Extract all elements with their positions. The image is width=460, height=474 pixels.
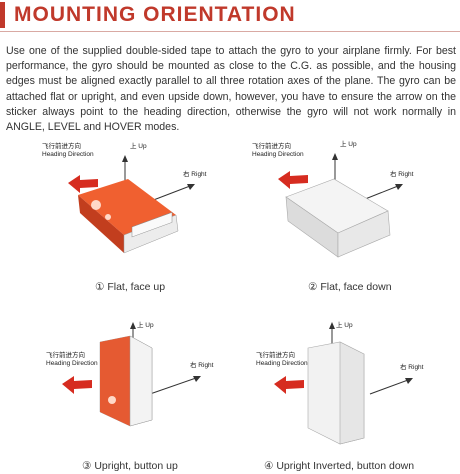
gyro-illustration-upright-inverted	[274, 322, 413, 445]
heading-label: 飞行前进方向 Heading Direction	[252, 143, 304, 158]
gyro-illustration-flat-down	[278, 153, 403, 258]
panel-flat-face-down: 飞行前进方向 Heading Direction 上 Up 右 Right ② …	[230, 135, 460, 295]
heading-label: 飞行前进方向 Heading Direction	[46, 352, 98, 367]
header: MOUNTING ORIENTATION	[0, 0, 460, 32]
gyro-illustration-upright-up	[62, 322, 201, 427]
heading-label: 飞行前进方向 Heading Direction	[42, 143, 94, 158]
header-accent-bar	[0, 2, 5, 28]
heading-label: 飞行前进方向 Heading Direction	[256, 352, 308, 367]
up-label: 上 Up	[336, 322, 353, 329]
header-divider	[0, 31, 460, 32]
panel-flat-face-up: 飞行前进方向 Heading Direction 上 Up 右 Right ① …	[0, 135, 230, 295]
right-label: 右 Right	[390, 171, 414, 178]
right-label: 右 Right	[183, 171, 207, 178]
instructions-paragraph: Use one of the supplied double-sided tap…	[6, 45, 456, 134]
panel-upright-inverted: 飞行前进方向 Heading Direction 上 Up 右 Right ④ …	[230, 308, 460, 472]
up-label: 上 Up	[130, 143, 147, 150]
page-title: MOUNTING ORIENTATION	[14, 3, 296, 26]
right-label: 右 Right	[400, 364, 424, 371]
caption-1: ① Flat, face up	[95, 281, 166, 293]
gyro-illustration-flat-up	[68, 155, 195, 254]
up-label: 上 Up	[137, 322, 154, 329]
panel-upright-button-up: 飞行前进方向 Heading Direction 上 Up 右 Right ③ …	[0, 308, 230, 472]
caption-2: ② Flat, face down	[308, 281, 392, 293]
right-label: 右 Right	[190, 362, 214, 369]
caption-4: ④ Upright Inverted, button down	[264, 460, 415, 472]
up-label: 上 Up	[340, 141, 357, 148]
caption-3: ③ Upright, button up	[82, 460, 178, 472]
